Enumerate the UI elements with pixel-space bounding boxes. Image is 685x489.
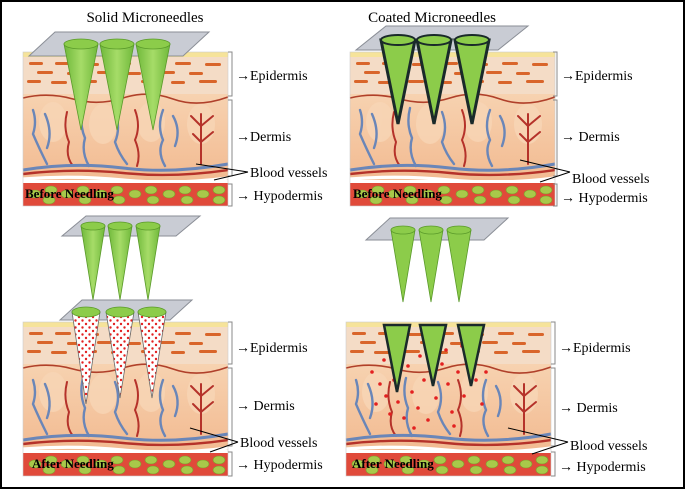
blood-vessels-label: Blood vessels [570,439,647,454]
hypodermis-label: Hypodermis [254,189,323,204]
coated-needles-removed [390,225,472,303]
svg-text:→ Dermis: → Dermis [236,399,295,414]
layer-brackets [228,51,558,477]
dermis-label: Dermis [254,399,295,414]
stage-label: Before Needling [353,186,442,201]
epidermis-label: Epidermis [250,69,308,84]
svg-text:→Epidermis: →Epidermis [236,69,308,84]
panel-solid-after: After Needling [21,215,230,478]
svg-text:→Epidermis: →Epidermis [561,69,633,84]
svg-text:→Epidermis: →Epidermis [559,341,631,356]
micropores [71,306,167,405]
solid-needles-removed [80,221,161,301]
epidermis-label: Epidermis [575,69,633,84]
solid-needles [63,38,171,131]
dermis-label: Dermis [577,401,618,416]
svg-text:→ Hypodermis: → Hypodermis [559,460,646,475]
hypodermis-label: Hypodermis [254,458,323,473]
panel-solid-before: Solid Microneedles Before Needling [21,10,230,208]
svg-text:→ Hypodermis: → Hypodermis [236,458,323,473]
svg-text:→ Dermis: → Dermis [559,401,618,416]
blood-vessels-label: Blood vessels [250,166,327,181]
blood-vessel-pointers [189,159,571,455]
epidermis-label: Epidermis [573,341,631,356]
coated-title: Coated Microneedles [368,10,496,26]
hypodermis-label: Hypodermis [579,191,648,206]
stage-label: Before Needling [25,186,114,201]
svg-text:→ Hypodermis: → Hypodermis [561,191,648,206]
epidermis-label: Epidermis [250,341,308,356]
panel-coated-after: After Needling [344,217,553,478]
svg-text:→ Hypodermis: → Hypodermis [236,189,323,204]
dermis-label: Dermis [579,130,620,145]
svg-text:→ Dermis: → Dermis [561,130,620,145]
layer-labels: →Epidermis →Dermis Blood vessels → Hypod… [236,69,649,475]
blood-vessels-label: Blood vessels [240,436,317,451]
hypodermis-label: Hypodermis [577,460,646,475]
coated-needles [379,34,491,125]
inserted-needles [382,323,486,393]
solid-title: Solid Microneedles [86,10,203,26]
blood-vessels-label: Blood vessels [572,172,649,187]
stage-label: After Needling [32,456,114,471]
stage-label: After Needling [352,456,434,471]
dermis-label: Dermis [250,130,291,145]
panel-coated-before: Coated Microneedles Before Needling [348,10,557,208]
svg-text:→Epidermis: →Epidermis [236,341,308,356]
svg-text:→Dermis: →Dermis [236,130,291,145]
